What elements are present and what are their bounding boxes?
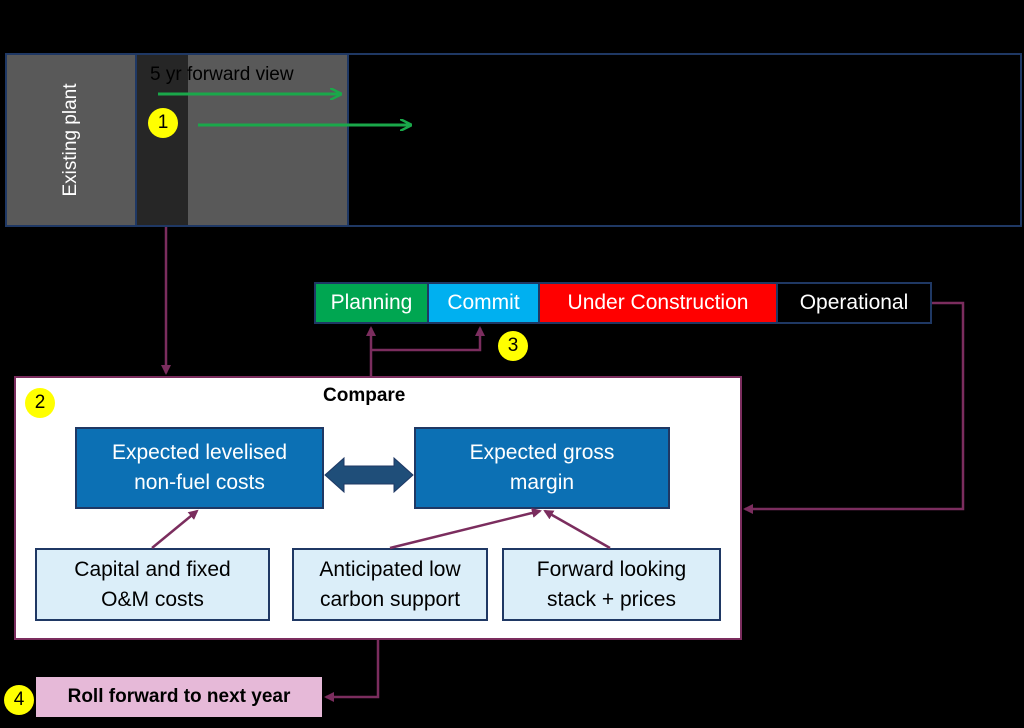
- capital-line-1: Capital and fixed: [74, 557, 231, 581]
- forward-view-label: 5 yr forward view: [150, 64, 294, 85]
- levelised-costs-box: Expected levelised non-fuel costs: [75, 427, 324, 509]
- existing-plant-block: Existing plant: [7, 55, 137, 225]
- capital-to-levelised-arrow: [151, 509, 199, 549]
- compare-title: Compare: [323, 385, 406, 406]
- lowcarbon-line-1: Anticipated low: [319, 557, 461, 581]
- stage-bar: Planning Commit Under Construction Opera…: [314, 282, 932, 324]
- compare-to-roll-arrow: [324, 640, 380, 702]
- levelised-line-2: non-fuel costs: [134, 471, 265, 494]
- lowcarbon-to-gross-arrow: [389, 508, 542, 550]
- lowcarbon-line-2: carbon support: [319, 587, 461, 611]
- stack-line-1: Forward looking: [536, 557, 687, 581]
- stage-operational: Operational: [778, 284, 930, 322]
- stack-to-gross-arrow: [543, 509, 611, 550]
- stack-prices-box: Forward looking stack + prices: [502, 548, 721, 621]
- stage-commit: Commit: [429, 284, 540, 322]
- low-carbon-support-box: Anticipated low carbon support: [292, 548, 488, 621]
- gross-line-1: Expected gross: [469, 441, 615, 464]
- step-1-marker: 1: [148, 108, 178, 138]
- gross-margin-box: Expected gross margin: [414, 427, 670, 509]
- stack-line-2: stack + prices: [547, 587, 676, 611]
- stage-under-construction: Under Construction: [540, 284, 778, 322]
- gross-line-2: margin: [509, 471, 575, 494]
- stage-planning: Planning: [316, 284, 429, 322]
- roll-forward-box: Roll forward to next year: [36, 677, 322, 717]
- forward-view-block: [188, 55, 349, 225]
- step-3-marker: 3: [498, 331, 528, 361]
- step-4-marker: 4: [4, 685, 34, 715]
- step-2-marker: 2: [25, 388, 55, 418]
- capital-line-2: O&M costs: [101, 587, 204, 611]
- to-commit-arrow: [371, 326, 485, 352]
- current-year-strip: [137, 55, 188, 225]
- compare-double-arrow: [324, 456, 414, 494]
- operational-to-compare-arrow: [743, 301, 965, 514]
- levelised-line-1: Expected levelised: [111, 441, 288, 464]
